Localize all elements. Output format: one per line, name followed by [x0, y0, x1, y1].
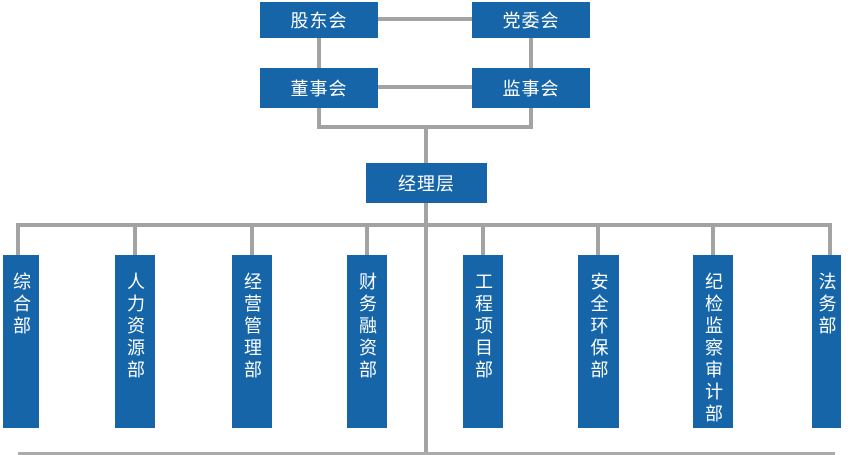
connector-drop-general-affairs	[16, 223, 20, 255]
dept-operations-management-label: 经营管理部	[242, 272, 262, 382]
dept-human-resources-node: 人力资源部	[115, 255, 155, 428]
board-of-directors-label: 董事会	[290, 79, 348, 99]
shareholders-meeting-label: 股东会	[290, 11, 348, 31]
dept-operations-management-node: 经营管理部	[232, 255, 272, 428]
connector-drop-finance-financing	[365, 223, 369, 255]
connector-supervisors-down	[529, 108, 533, 129]
connector-drop-legal-affairs	[828, 223, 832, 255]
dept-engineering-projects-label: 工程项目部	[473, 272, 493, 382]
dept-discipline-inspection-audit-node: 纪检监察审计部	[693, 255, 733, 428]
connector-drop-engineering-projects	[481, 223, 485, 255]
dept-general-affairs-label: 综合部	[11, 272, 31, 338]
dept-discipline-inspection-audit-label: 纪检监察审计部	[703, 272, 723, 426]
connector-to-management	[424, 128, 428, 163]
supervisory-board-label: 监事会	[502, 79, 560, 99]
connector-drop-discipline-audit	[711, 223, 715, 255]
dept-engineering-projects-node: 工程项目部	[463, 255, 503, 428]
dept-safety-environment-node: 安全环保部	[578, 255, 619, 428]
supervisory-board-node: 监事会	[472, 68, 590, 108]
party-committee-label: 党委会	[502, 11, 560, 31]
dept-legal-affairs-label: 法务部	[816, 272, 837, 338]
connector-merge-line	[317, 125, 533, 129]
connector-drop-operations-management	[250, 223, 254, 255]
bottom-baseline	[18, 452, 835, 455]
connector-directors-supervisors	[378, 85, 472, 89]
dept-human-resources-label: 人力资源部	[125, 272, 145, 382]
dept-safety-environment-label: 安全环保部	[588, 272, 609, 382]
connector-drop-human-resources	[133, 223, 137, 255]
party-committee-node: 党委会	[472, 2, 590, 38]
connector-distribution-line	[16, 223, 832, 227]
connector-shareholders-party	[378, 17, 472, 21]
connector-party-supervisors	[529, 38, 533, 68]
management-level-label: 经理层	[398, 174, 455, 194]
board-of-directors-node: 董事会	[260, 68, 378, 108]
dept-finance-financing-node: 财务融资部	[347, 255, 387, 428]
management-level-node: 经理层	[366, 163, 487, 203]
connector-directors-down	[317, 108, 321, 129]
connector-shareholders-directors	[317, 38, 321, 68]
dept-finance-financing-label: 财务融资部	[357, 272, 377, 382]
connector-management-trunk	[424, 203, 428, 452]
shareholders-meeting-node: 股东会	[260, 2, 378, 38]
connector-drop-safety-environment	[596, 223, 600, 255]
dept-legal-affairs-node: 法务部	[812, 255, 841, 428]
dept-general-affairs-node: 综合部	[3, 255, 39, 428]
